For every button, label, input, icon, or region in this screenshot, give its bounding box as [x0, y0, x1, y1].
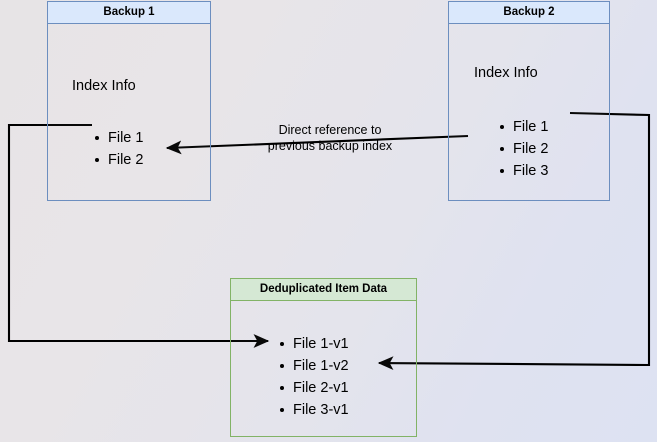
node-backup-1-body: Index Info File 1 File 2: [47, 24, 211, 201]
node-backup-2-body: Index Info File 1 File 2 File 3: [448, 24, 610, 201]
backup-1-file-list: File 1 File 2: [94, 127, 143, 171]
edge-label-direct-reference: Direct reference to previous backup inde…: [248, 122, 412, 154]
node-backup-1[interactable]: Backup 1 Index Info File 1 File 2: [47, 1, 211, 201]
edge-label-line-2: previous backup index: [267, 139, 393, 153]
list-item[interactable]: File 1: [499, 116, 548, 138]
backup-1-index-info-label: Index Info: [72, 78, 136, 94]
backup-2-file-list: File 1 File 2 File 3: [499, 116, 548, 182]
list-item[interactable]: File 1: [94, 127, 143, 149]
list-item[interactable]: File 3-v1: [279, 399, 349, 421]
list-item[interactable]: File 2: [499, 138, 548, 160]
dedup-file-list-items: File 1-v1 File 1-v2 File 2-v1 File 3-v1: [279, 333, 349, 421]
edge-label-line-1: Direct reference to: [278, 123, 382, 137]
node-deduplicated-item-data[interactable]: Deduplicated Item Data File 1-v1 File 1-…: [230, 278, 417, 437]
list-item[interactable]: File 2-v1: [279, 377, 349, 399]
node-backup-2[interactable]: Backup 2 Index Info File 1 File 2 File 3: [448, 1, 610, 201]
list-item[interactable]: File 1-v2: [279, 355, 349, 377]
dedup-file-list: File 1-v1 File 1-v2 File 2-v1 File 3-v1: [279, 333, 349, 421]
node-deduplicated-item-data-body: File 1-v1 File 1-v2 File 2-v1 File 3-v1: [230, 301, 417, 437]
node-deduplicated-item-data-title: Deduplicated Item Data: [230, 278, 417, 301]
node-backup-1-title: Backup 1: [47, 1, 211, 24]
list-item[interactable]: File 2: [94, 149, 143, 171]
backup-2-index-info-label: Index Info: [474, 65, 538, 81]
list-item[interactable]: File 3: [499, 160, 548, 182]
list-item[interactable]: File 1-v1: [279, 333, 349, 355]
node-backup-2-title: Backup 2: [448, 1, 610, 24]
